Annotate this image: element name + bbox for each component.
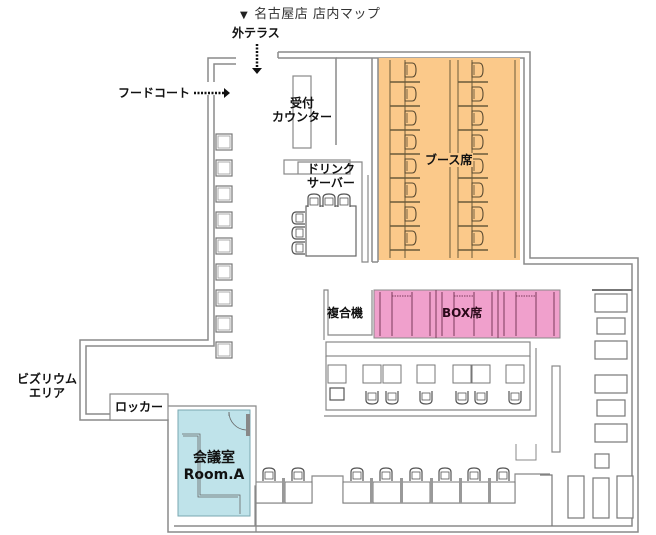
label-booth-seats: ブース席 xyxy=(424,153,474,167)
label-outer-terrace: 外テラス xyxy=(232,26,280,40)
label-reception-line1: 受付 xyxy=(289,96,314,110)
arrow-down-dotted-icon xyxy=(252,44,262,74)
label-drink-line2: サーバー xyxy=(307,176,355,190)
label-box-seats: BOX席 xyxy=(442,306,483,320)
label-drink-server: ドリンク サーバー xyxy=(300,162,362,190)
label-food-court: フードコート xyxy=(118,86,191,100)
label-bizrium-area: ビズリウム エリア xyxy=(16,372,78,400)
label-meeting-line2: Room.A xyxy=(183,467,245,483)
label-copier: 複合機 xyxy=(327,306,364,320)
label-meeting-room: 会議室 Room.A xyxy=(180,450,248,484)
label-bizrium-line1: ビズリウム xyxy=(16,372,77,386)
long-counter-area xyxy=(324,341,561,461)
map-title-text: 名古屋店 店内マップ xyxy=(254,7,381,22)
meeting-room xyxy=(168,405,257,532)
box-area xyxy=(323,289,561,340)
left-wall-seats xyxy=(215,133,233,359)
label-reception: 受付 カウンター xyxy=(268,96,336,124)
map-title: ▼ 名古屋店 店内マップ xyxy=(240,3,380,22)
label-reception-line2: カウンター xyxy=(271,110,332,124)
label-meeting-line1: 会議室 xyxy=(193,450,235,466)
locker xyxy=(109,393,169,421)
right-wall-seats xyxy=(540,289,634,526)
triangle-down-icon: ▼ xyxy=(240,10,249,21)
reception-counter xyxy=(292,75,312,149)
label-drink-line1: ドリンク xyxy=(306,162,355,176)
drink-server-area xyxy=(283,159,369,263)
bottom-counter-area xyxy=(254,467,550,526)
label-bizrium-line2: エリア xyxy=(28,386,65,400)
arrow-right-dotted-icon xyxy=(194,88,230,98)
label-locker: ロッカー xyxy=(114,400,163,414)
